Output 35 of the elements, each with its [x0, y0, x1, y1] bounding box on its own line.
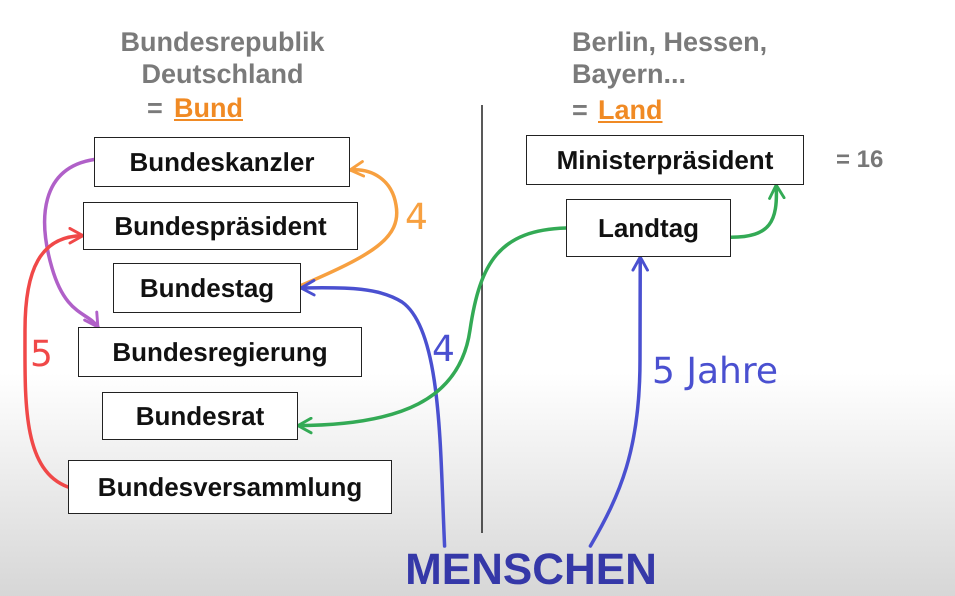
edge-label: 4	[432, 330, 455, 370]
title-box	[68, 460, 392, 514]
title-box	[78, 327, 362, 377]
heading-label: Bundesrepublik Deutschland	[119, 26, 326, 90]
title-box	[102, 392, 298, 440]
edge-label: 5 Jahre	[652, 352, 778, 392]
keyword-label: Bund	[174, 92, 243, 124]
count-note: = 16	[836, 146, 884, 174]
box-label: Bundeskanzler	[130, 146, 314, 178]
box-label: Bundestag	[140, 272, 274, 304]
box-label: Ministerpräsident	[556, 144, 774, 176]
box-label: Bundespräsident	[114, 210, 327, 242]
title-box	[113, 263, 301, 313]
title-box	[566, 199, 731, 257]
box-label: Bundesrat	[136, 400, 264, 432]
title-box	[526, 135, 804, 185]
heading-label: =	[572, 94, 588, 126]
curved-arrow	[729, 183, 786, 240]
heading-label: =	[147, 92, 163, 124]
curved-arrow	[296, 226, 568, 434]
edge-label: 4	[405, 198, 428, 238]
curved-arrow	[42, 158, 100, 329]
box-label: Landtag	[598, 212, 700, 244]
edge-label: 5	[30, 335, 53, 375]
title-box	[83, 202, 358, 250]
box-label: Bundesregierung	[112, 336, 328, 368]
box-label: Bundesversammlung	[98, 472, 362, 502]
curved-arrow	[23, 228, 85, 489]
heading-text: MENSCHEN	[405, 545, 657, 595]
title-box	[94, 137, 350, 187]
curved-arrow	[299, 160, 398, 288]
curved-arrow	[588, 255, 649, 548]
curved-arrow	[299, 279, 446, 548]
heading-label: Berlin, Hessen, Bayern...	[572, 26, 768, 90]
keyword-label: Land	[598, 94, 662, 126]
